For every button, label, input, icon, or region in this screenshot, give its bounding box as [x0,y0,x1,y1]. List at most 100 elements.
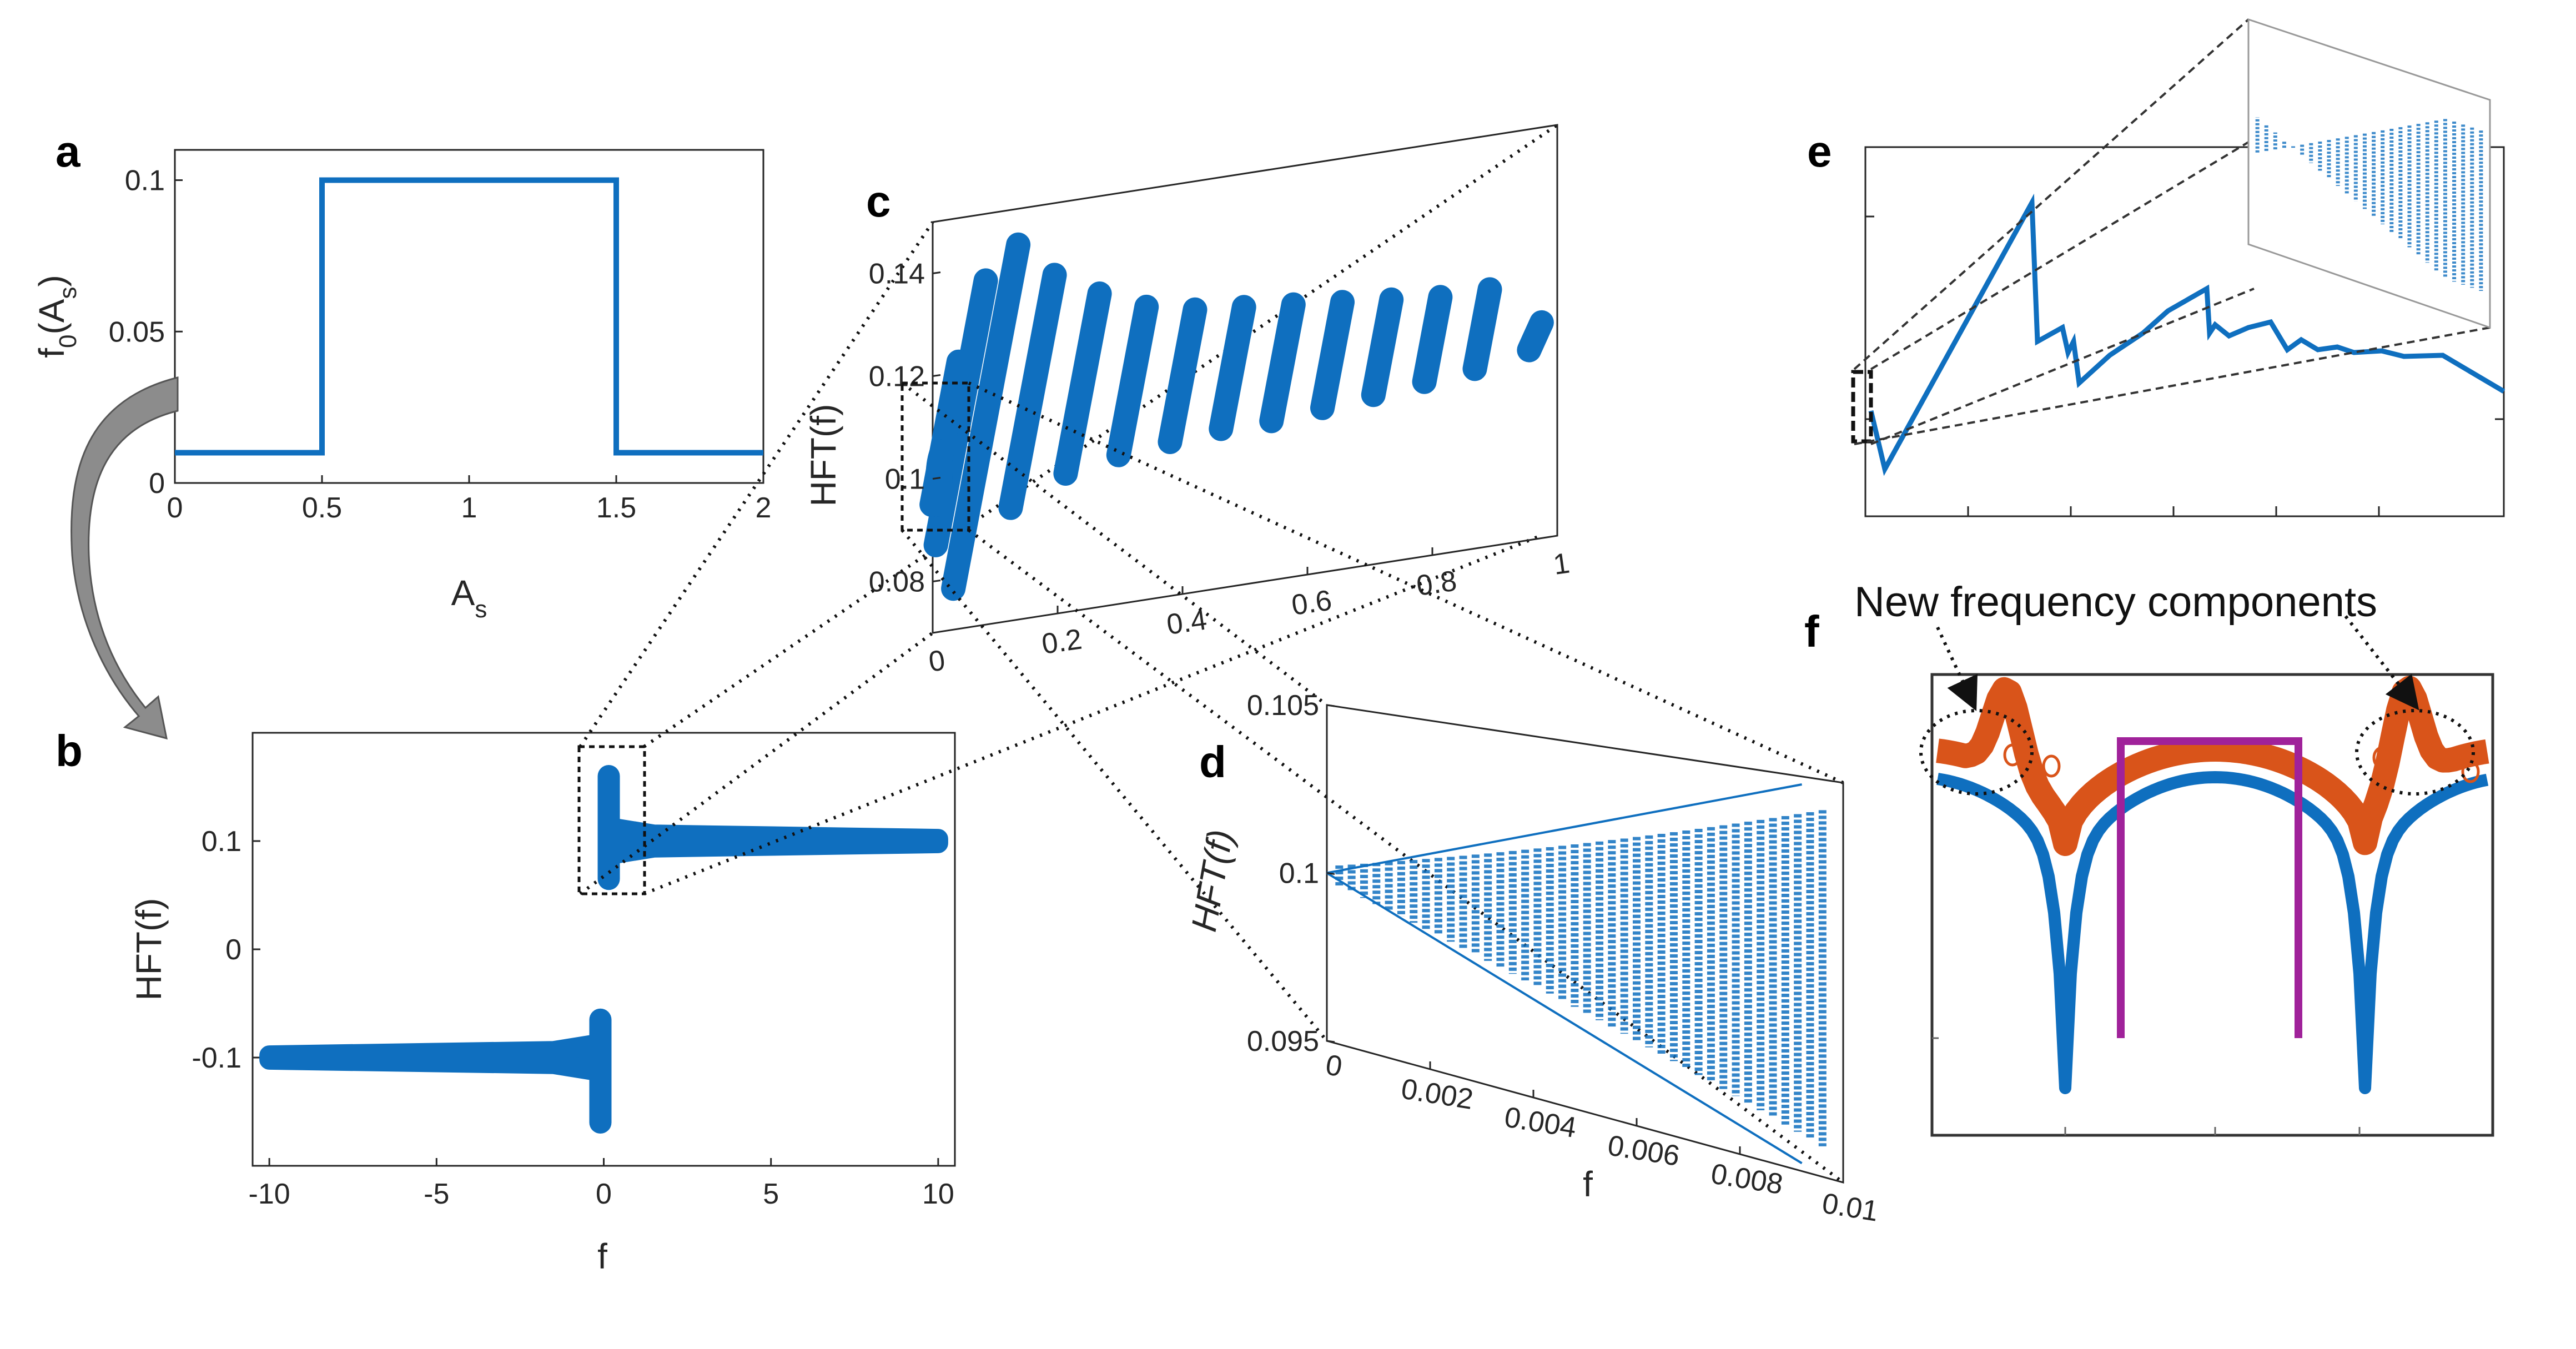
panel-c-ylabel: HFT(f) [803,404,843,507]
panel-a-ytick-label: 0 [149,467,165,500]
panel-label-a: a [56,127,80,176]
panel-c-band [1106,294,1159,467]
panel-c-band [1053,281,1112,486]
panel-c-band [941,232,1031,601]
panel-d-series [1326,783,1827,1165]
panel-a-yticks: 00.050.1 [109,165,183,500]
panel-e-zoom-box [1851,370,1873,444]
panel-b-xtick-label: -5 [424,1178,449,1210]
panel-b-negative-branch [259,1034,604,1081]
panel-c-ytick-label: 0.12 [869,361,925,393]
panel-a-xtick-label: 1 [461,492,477,524]
panel-e-inset-series [2255,117,2483,291]
panel-c-band [1517,310,1554,363]
panel-a-xtick-label: 0.5 [302,492,342,524]
panel-f-orange-series [1931,676,2494,856]
panel-c-band [1412,285,1453,394]
panel-c: c 0 0.2 0.4 0.6 0.8 1 0.08 0.1 0.12 0.14 HFT(f) [803,124,1572,678]
panel-c-xtick-label: 1 [1551,547,1572,581]
zoom-lines-b-c [578,123,1558,895]
panel-d-envelope [1326,783,1802,874]
panel-a-xtick-label: 0 [167,492,183,524]
panel-f-rectangular-window [2117,737,2302,1038]
panel-c-band [1158,297,1208,454]
panel-d-ytick-label: 0.095 [1247,1025,1319,1058]
panel-c-band [1310,290,1355,420]
panel-f: f New frequency components [1804,578,2494,1137]
panel-a-ytick-label: 0.05 [109,316,165,348]
panel-c-xticks: 0 0.2 0.4 0.6 0.8 1 [927,528,1572,678]
panel-c-ytick-mark [932,374,941,377]
panel-b-ytick-label: -0.1 [192,1042,242,1074]
panel-c-ytick-label: 0.14 [869,258,925,290]
panel-c-band [1209,295,1256,441]
panel-b-series [259,765,948,1134]
panel-d-xtick-label: 0 [1324,1049,1345,1083]
panel-f-orange-circles [2003,743,2480,783]
panel-c-xtick-label: 0.2 [1040,623,1084,660]
panel-b-xticks: -10 -5 0 5 10 [249,1158,954,1210]
panel-d-ylabel: HFT(f) [1184,827,1241,935]
panel-a-xtick-label: 1.5 [596,492,636,524]
panel-b-xtick-label: -10 [249,1178,290,1210]
panel-b-ytick-label: 0.1 [202,825,242,858]
panel-b-xtick-label: 5 [763,1178,779,1210]
panel-c-zoom-box [900,381,970,532]
panel-label-f: f [1804,607,1819,656]
panel-b-xtick-label: 10 [922,1178,954,1210]
panel-c-band [1361,287,1404,407]
panel-d-ytick-mark [1326,872,1335,875]
panel-a-ylabel: f0(As) [32,275,82,358]
panel-f-ticks [1932,1037,2361,1135]
panel-c-xtick-label: 0.4 [1165,603,1209,641]
zoom-lines-c-d [900,381,1844,1184]
panel-c-band [1259,292,1306,434]
panel-label-c: c [866,177,891,226]
panel-b-yticks: -0.1 0 0.1 [192,825,260,1074]
panel-e-axes [1864,146,2505,517]
panel-f-blue-series [1936,771,2489,1094]
curved-arrow [71,376,179,740]
panel-a-xlabel: As [451,573,487,623]
annotation-arrow-right [2344,615,2419,711]
panel-c-xtick-label: 0 [927,644,947,678]
panel-d-ytick-label: 0.1 [1279,858,1319,890]
panel-d-yticks: 0.095 0.1 0.105 [1247,689,1335,1058]
panel-c-ytick-mark [932,271,941,274]
panel-a-axes [174,149,764,484]
panel-f-highlight-left [1919,709,2034,796]
panel-c-yticks: 0.08 0.1 0.12 0.14 [869,258,941,598]
panel-label-b: b [56,726,83,776]
panel-f-highlight-right [2355,709,2475,796]
panel-c-ytick-mark [932,580,941,582]
panel-c-ytick-label: 0.08 [869,566,925,598]
panel-a-series-line [175,177,763,456]
panel-e-inset-lines [1853,18,2491,445]
panel-d-envelope [1326,872,1803,1165]
panel-c-ytick-mark [932,477,941,480]
panel-c-ytick-label: 0.1 [885,464,925,496]
panel-c-band [1462,277,1502,381]
panel-e-series-line [1868,193,2505,476]
annotation-arrow-left [1936,626,1978,711]
panel-d-ytick-mark [1326,1040,1335,1043]
panel-b-zoom-box [577,745,646,895]
panel-b-ylabel: HFT(f) [129,898,169,1001]
panel-d-ytick-label: 0.105 [1247,689,1319,722]
panel-b-ytick-label: 0 [225,934,242,966]
panel-e: e [1807,18,2505,517]
panel-d-xtick-label: 0.01 [1820,1187,1880,1228]
panel-e-inset [2247,18,2491,329]
panel-b-xtick-label: 0 [596,1178,612,1210]
panel-d-xlabel: f [1583,1164,1593,1204]
panel-c-xtick-label: 0.8 [1415,565,1459,602]
panel-c-xtick-label: 0.6 [1290,584,1334,621]
panel-label-d: d [1199,737,1226,787]
panel-label-e: e [1807,127,1832,176]
panel-f-axes [1930,673,2494,1137]
